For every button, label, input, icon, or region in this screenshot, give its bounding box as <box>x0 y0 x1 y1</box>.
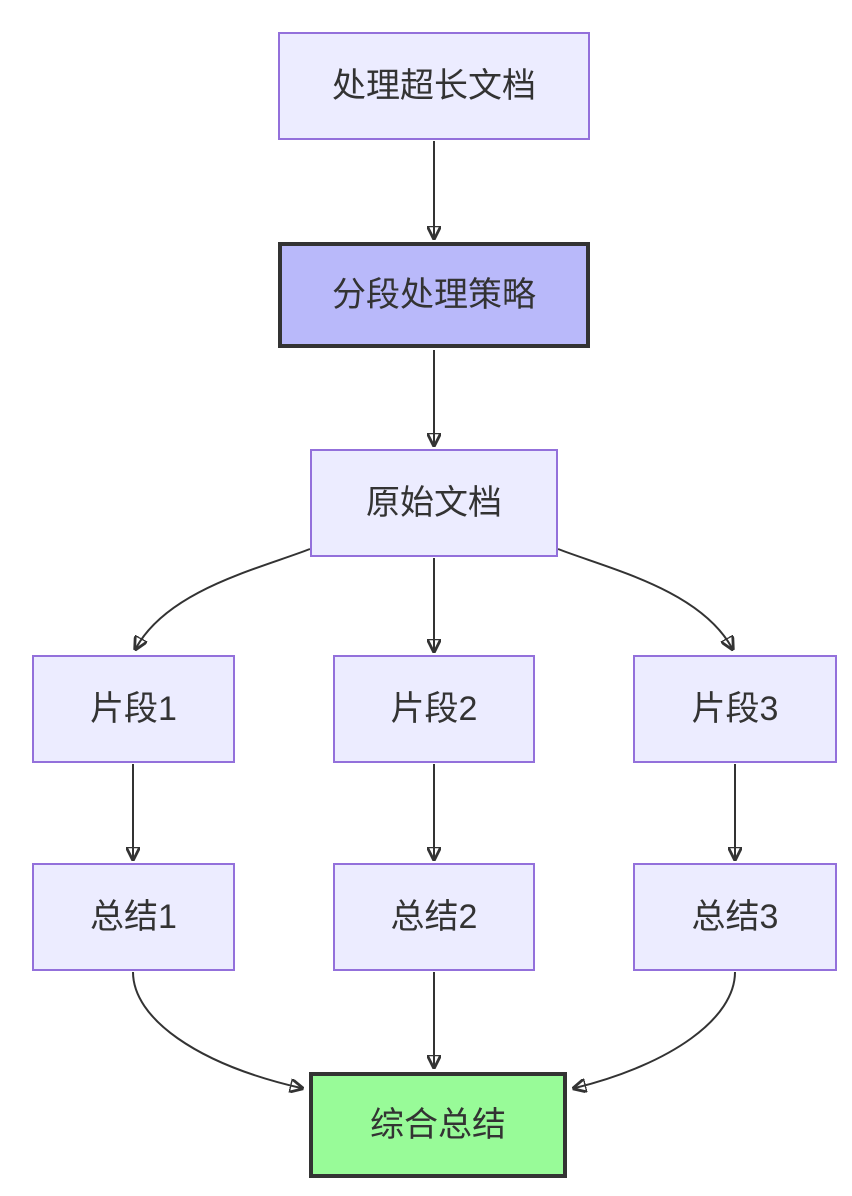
node-summary-2: 总结2 <box>333 863 535 971</box>
edge-summary1-to-final <box>132 971 301 1088</box>
node-segment-1: 片段1 <box>32 655 235 763</box>
edge-original-to-segment1 <box>136 548 311 648</box>
node-segmentation-strategy: 分段处理策略 <box>278 242 590 348</box>
edge-original-to-segment3 <box>557 548 732 648</box>
node-segment-2: 片段2 <box>333 655 535 763</box>
node-final-summary: 综合总结 <box>309 1072 567 1178</box>
node-summary-3: 总结3 <box>633 863 837 971</box>
node-process-long-doc: 处理超长文档 <box>278 32 590 140</box>
edge-summary3-to-final <box>575 971 736 1088</box>
node-original-doc: 原始文档 <box>310 449 558 557</box>
node-summary-1: 总结1 <box>32 863 235 971</box>
node-segment-3: 片段3 <box>633 655 837 763</box>
